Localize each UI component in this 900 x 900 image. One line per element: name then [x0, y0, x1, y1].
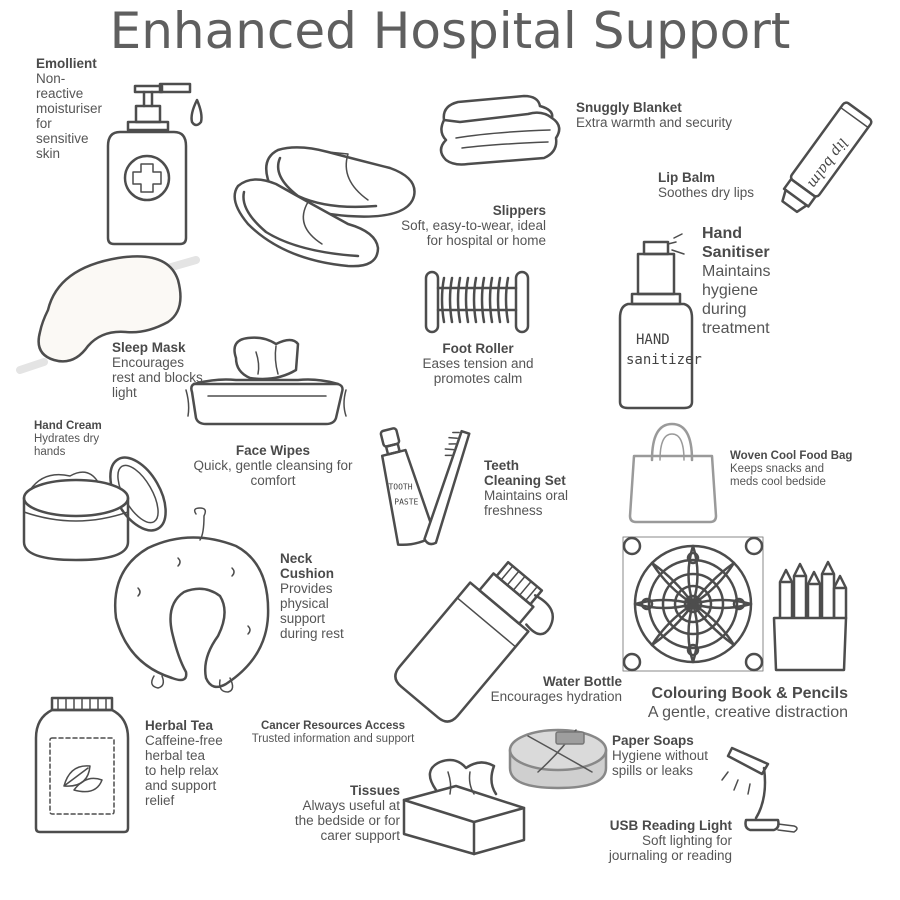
item-woven-cool-food-bag: Woven Cool Food Bag Keeps snacks and med… — [730, 450, 870, 489]
item-cancer-resources: Cancer Resources Access Trusted informat… — [238, 720, 428, 746]
item-desc: Encourages hydration — [490, 689, 622, 704]
item-slippers: Slippers Soft, easy-to-wear, ideal for h… — [360, 203, 546, 248]
foot-roller-icon — [424, 270, 530, 334]
item-name: Lip Balm — [658, 170, 716, 185]
item-desc: Maintains hygiene during treatment — [702, 263, 771, 337]
sanitizer-bottle-icon: HAND sanitizer — [618, 233, 702, 410]
item-desc: Provides physical support during rest — [280, 581, 344, 641]
item-name: Face Wipes — [235, 443, 311, 458]
item-snuggly-blanket: Snuggly Blanket Extra warmth and securit… — [576, 100, 776, 130]
item-desc: Always useful at the bedside or for care… — [294, 798, 400, 843]
item-teeth-cleaning-set: Teeth Cleaning Set Maintains oral freshn… — [484, 458, 594, 518]
item-paper-soaps: Paper Soaps Hygiene without spills or le… — [612, 733, 732, 778]
item-name: Woven Cool Food Bag — [730, 450, 853, 462]
item-name: Water Bottle — [542, 674, 622, 689]
item-desc: Caffeine-free herbal tea to help relax a… — [145, 733, 223, 808]
cream-jar-icon — [22, 456, 167, 562]
item-desc: Hydrates dry hands — [34, 433, 100, 458]
lip-balm-icon: lip balm — [781, 101, 873, 214]
item-face-wipes: Face Wipes Quick, gentle cleansing for c… — [180, 443, 366, 488]
item-name: Tissues — [349, 783, 400, 798]
item-hand-sanitiser: Hand Sanitiser Maintains hygiene during … — [702, 224, 812, 338]
item-desc: Soft lighting for journaling or reading — [608, 833, 732, 863]
item-desc: Quick, gentle cleansing for comfort — [193, 458, 353, 488]
item-name: USB Reading Light — [609, 818, 732, 833]
item-desc: Non- reactive moisturiser for sensitive … — [36, 71, 103, 161]
item-tissues: Tissues Always useful at the bedside or … — [270, 783, 400, 843]
item-name: Colouring Book & Pencils — [651, 685, 848, 702]
item-sleep-mask: Sleep Mask Encourages rest and blocks li… — [112, 340, 222, 400]
item-desc: Encourages rest and blocks light — [112, 355, 203, 400]
item-water-bottle: Water Bottle Encourages hydration — [462, 674, 622, 704]
mandala-book-icon — [622, 536, 764, 672]
neck-pillow-icon — [113, 507, 270, 693]
wipes-pack-icon — [185, 336, 347, 426]
item-desc: Soothes dry lips — [658, 185, 755, 200]
item-name: Hand Cream — [34, 420, 102, 432]
item-emollient: Emollient Non- reactive moisturiser for … — [36, 56, 126, 161]
svg-text:sanitizer: sanitizer — [626, 352, 702, 368]
toothpaste-toothbrush-icon: TOOTH PASTE — [379, 427, 471, 547]
item-name: Neck Cushion — [280, 551, 334, 581]
sleep-mask-icon — [16, 255, 200, 374]
item-name: Emollient — [36, 56, 97, 71]
slippers-icon — [233, 146, 416, 268]
item-name: Foot Roller — [442, 341, 514, 356]
item-name: Hand Sanitiser — [702, 225, 770, 261]
item-name: Snuggly Blanket — [576, 100, 682, 115]
item-herbal-tea: Herbal Tea Caffeine-free herbal tea to h… — [145, 718, 245, 808]
item-desc: Hygiene without spills or leaks — [612, 748, 709, 778]
blanket-icon — [439, 94, 561, 166]
item-desc: Eases tension and promotes calm — [422, 356, 534, 386]
tissue-box-icon — [402, 758, 526, 856]
svg-text:TOOTH: TOOTH — [388, 482, 412, 491]
item-lip-balm: Lip Balm Soothes dry lips — [658, 170, 778, 200]
pencil-cup-icon — [772, 560, 848, 672]
reading-lamp-icon — [721, 746, 798, 833]
item-colouring-book: Colouring Book & Pencils A gentle, creat… — [608, 684, 848, 722]
item-foot-roller: Foot Roller Eases tension and promotes c… — [400, 341, 556, 386]
item-hand-cream: Hand Cream Hydrates dry hands — [34, 420, 134, 459]
item-name: Paper Soaps — [612, 733, 694, 748]
pump-bottle-icon — [106, 82, 203, 246]
item-desc: Keeps snacks and meds cool bedside — [730, 463, 826, 488]
item-name: Cancer Resources Access — [260, 720, 406, 732]
tote-bag-icon — [628, 422, 718, 524]
item-usb-reading-light: USB Reading Light Soft lighting for jour… — [576, 818, 732, 863]
item-desc: Trusted information and support — [251, 733, 415, 745]
item-desc: Maintains oral freshness — [484, 488, 569, 518]
soap-icon — [508, 728, 608, 790]
item-name: Teeth Cleaning Set — [484, 458, 566, 488]
tea-bag-icon — [34, 696, 130, 834]
svg-text:HAND: HAND — [636, 332, 670, 348]
item-name: Herbal Tea — [145, 718, 214, 733]
svg-text:PASTE: PASTE — [394, 497, 418, 506]
item-name: Sleep Mask — [112, 340, 186, 355]
item-desc: Soft, easy-to-wear, ideal for hospital o… — [401, 218, 546, 248]
item-name: Slippers — [492, 203, 546, 218]
page-title: Enhanced Hospital Support — [109, 2, 791, 60]
item-desc: Extra warmth and security — [576, 115, 733, 130]
item-neck-cushion: Neck Cushion Provides physical support d… — [280, 551, 370, 641]
water-bottle-icon — [394, 560, 554, 723]
item-desc: A gentle, creative distraction — [647, 704, 848, 721]
